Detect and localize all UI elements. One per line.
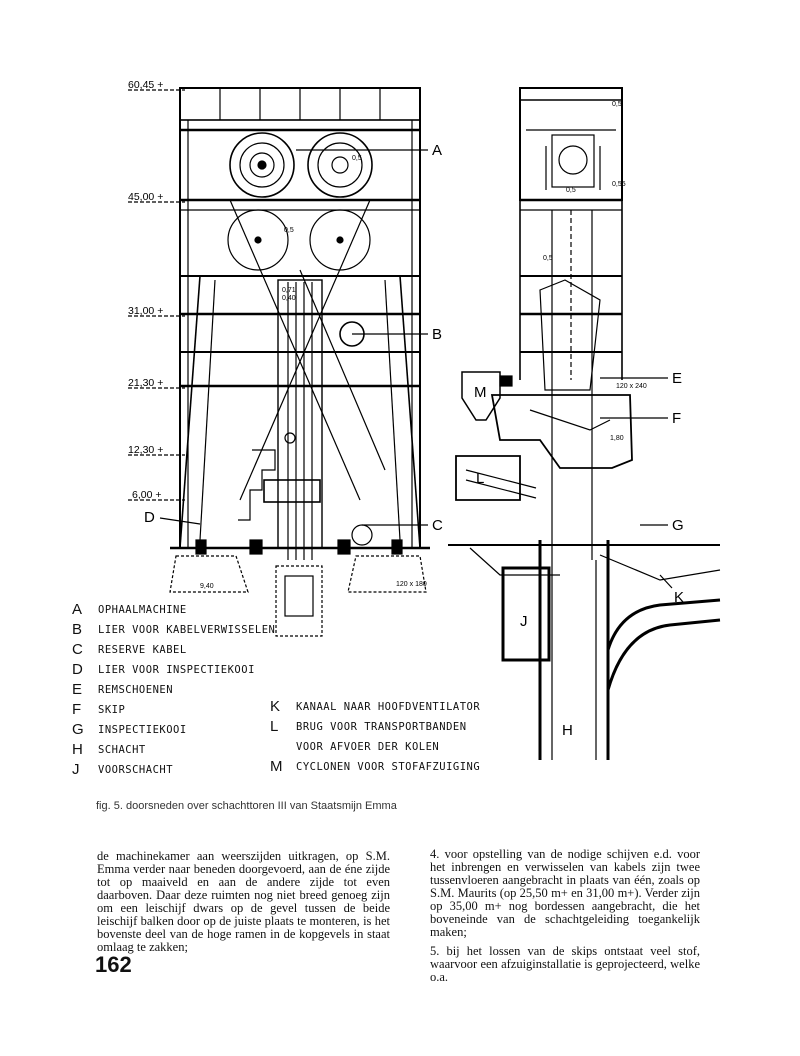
legend-text: SCHACHT: [98, 744, 146, 756]
dim-label-right-2: 0,5: [566, 187, 576, 194]
legend-key: J: [72, 761, 80, 778]
level-label-3: 31,00 +: [128, 305, 163, 317]
legend-text: BRUG VOOR TRANSPORTBANDEN: [296, 721, 467, 733]
callout-f: F: [672, 410, 681, 427]
dim-label-left-4: 0,40: [282, 295, 296, 302]
dim-label-right-3: 0,55: [612, 181, 626, 188]
legend-text: CYCLONEN VOOR STOFAFZUIGING: [296, 761, 481, 773]
dim-label-right-1: 0,5: [612, 101, 622, 108]
level-label-1: 60,45 +: [128, 79, 163, 91]
legend-key: A: [72, 601, 83, 618]
legend-text: VOORSCHACHT: [98, 764, 174, 776]
callout-l: L: [476, 470, 484, 487]
callout-a: A: [432, 142, 442, 159]
callout-k: K: [674, 589, 684, 606]
callout-g: G: [672, 517, 684, 534]
callout-e: E: [672, 370, 682, 387]
page-number: 162: [95, 952, 132, 977]
legend-text: REMSCHOENEN: [98, 684, 174, 696]
legend-text: INSPECTIEKOOI: [98, 724, 187, 736]
callout-d: D: [144, 509, 155, 526]
level-label-5: 12,30 +: [128, 444, 163, 456]
text-column-right: 4. voor opstelling van de nodige schijve…: [430, 848, 700, 990]
legend-key: C: [72, 641, 84, 658]
legend-key: F: [72, 701, 82, 718]
dim-label-right-5: 120 x 240: [616, 383, 647, 390]
right-section-drawing: [448, 87, 721, 760]
dim-label-left-6: 120 x 180: [396, 581, 427, 588]
legend-right: K KANAAL NAAR HOOFDVENTILATOR L BRUG VOOR …: [270, 698, 500, 781]
level-label-2: 45,00 +: [128, 191, 163, 203]
paragraph: 4. voor opstelling van de nodige schijve…: [430, 847, 700, 939]
dim-label-right-6: 1,80: [610, 435, 624, 442]
legend-text: KANAAL NAAR HOOFDVENTILATOR: [296, 701, 481, 713]
legend-key: E: [72, 681, 83, 698]
legend-text: VOOR AFVOER DER KOLEN: [296, 741, 440, 753]
legend-key: L: [270, 718, 279, 735]
dim-label-left-5: 9,40: [200, 583, 214, 590]
callout-j: J: [520, 613, 528, 630]
legend-text: SKIP: [98, 704, 126, 716]
paragraph: de machinekamer aan weerszijden uitkrage…: [97, 849, 390, 954]
text-column-left: de machinekamer aan weerszijden uitkrage…: [97, 850, 390, 960]
legend-key: B: [72, 621, 83, 638]
dim-label-right-4: 0,5: [543, 255, 553, 262]
dim-label-left-3: 0,71: [282, 287, 296, 294]
callout-m: M: [474, 384, 487, 401]
legend-key: H: [72, 741, 84, 758]
left-section-drawing: [128, 87, 430, 637]
legend-key: K: [270, 698, 281, 715]
callout-b: B: [432, 326, 442, 343]
dim-label-left-1: 0,5: [352, 155, 362, 162]
legend-text: LIER VOOR KABELVERWISSELEN: [98, 624, 276, 636]
legend-text: OPHAALMACHINE: [98, 604, 187, 616]
level-label-6: 6,00 +: [132, 489, 162, 501]
legend-key: G: [72, 721, 85, 738]
level-label-4: 21,30 +: [128, 377, 163, 389]
legend-left: A OPHAALMACHINE B LIER VOOR KABELVERWISSEL…: [72, 601, 312, 778]
legend-key: D: [72, 661, 84, 678]
callout-c: C: [432, 517, 443, 534]
callout-h: H: [562, 722, 573, 739]
legend-key: M: [270, 758, 283, 775]
figure-caption: fig. 5. doorsneden over schachttoren III…: [96, 800, 397, 812]
legend-text: RESERVE KABEL: [98, 644, 187, 656]
paragraph: 5. bij het lossen van de skips ontstaat …: [430, 944, 700, 984]
legend-text: LIER VOOR INSPECTIEKOOI: [98, 664, 255, 676]
technical-drawing: 60,45 + 45,00 + 31,00 + 21,30 + 12,30 + …: [128, 79, 721, 760]
dim-label-left-2: 0,5: [284, 227, 294, 234]
